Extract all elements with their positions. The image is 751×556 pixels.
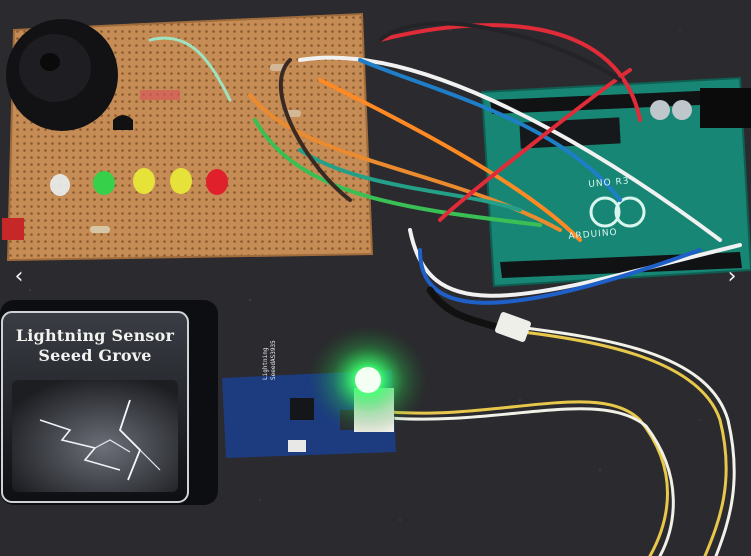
sensor-box-line2: Seeed Grove (38, 346, 152, 365)
sensor-box-label: Lightning Sensor Seeed Grove (0, 326, 190, 366)
wires (148, 21, 742, 556)
led-row (50, 168, 228, 196)
perfboard (2, 12, 374, 262)
prev-glyph: ‹ (14, 264, 24, 289)
chevron-left-icon[interactable]: ‹ (8, 262, 30, 292)
sensor-box (0, 300, 218, 505)
module-label: Lightning SeeedAS3935 (262, 340, 277, 380)
chevron-right-icon[interactable]: › (721, 262, 743, 292)
sensor-box-line1: Lightning Sensor (15, 326, 175, 345)
next-glyph: › (727, 264, 737, 289)
